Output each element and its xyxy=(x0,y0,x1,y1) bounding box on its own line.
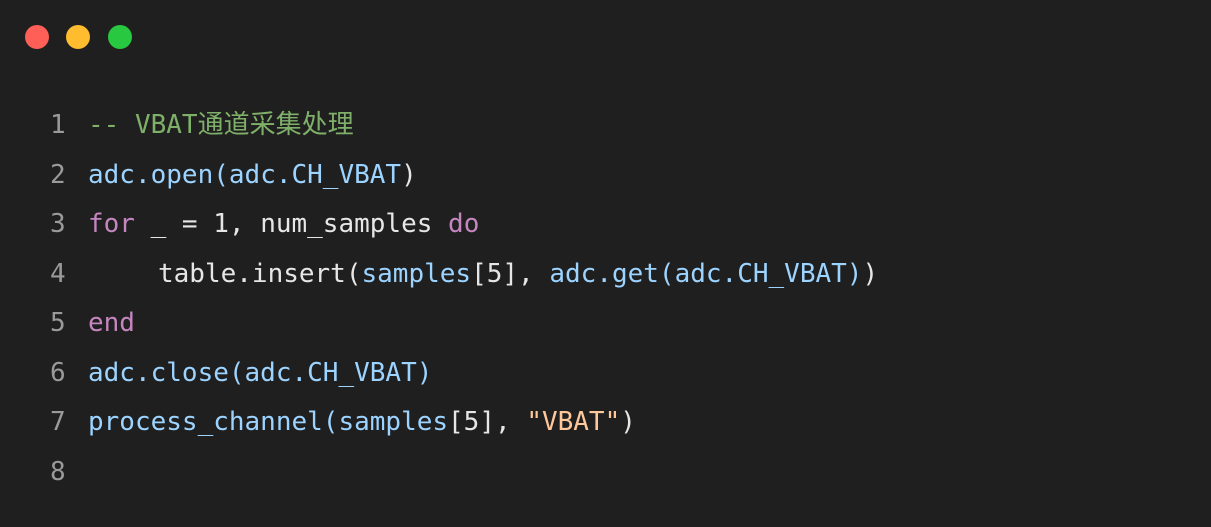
line-source: -- VBAT通道采集处理 xyxy=(88,101,354,151)
line-source: table.insert(samples[5], adc.get(adc.CH_… xyxy=(88,250,878,300)
code-token: adc.open( xyxy=(88,159,229,190)
code-token: [5], xyxy=(448,407,527,437)
code-line: 7 process_channel(samples[5], "VBAT") xyxy=(0,398,1211,448)
code-token: ) xyxy=(401,159,417,190)
code-token: process_channel( xyxy=(88,407,339,437)
code-line: 6 adc.close(adc.CH_VBAT) xyxy=(0,349,1211,399)
line-source: process_channel(samples[5], "VBAT") xyxy=(88,398,636,448)
line-source: adc.close(adc.CH_VBAT) xyxy=(88,349,432,399)
code-token: "VBAT" xyxy=(526,407,621,437)
code-token: table.insert( xyxy=(158,258,362,289)
line-number: 1 xyxy=(50,110,66,140)
line-number: 7 xyxy=(50,407,66,437)
code-token: adc.CH_VBAT xyxy=(228,159,402,190)
code-token: _ = 1, num_samples xyxy=(134,209,449,239)
code-line: 3 for _ = 1, num_samples do xyxy=(0,200,1211,250)
code-token: -- VBAT通道采集处理 xyxy=(88,110,354,140)
line-source: adc.open(adc.CH_VBAT) xyxy=(88,151,417,201)
code-token: adc.close(adc.CH_VBAT) xyxy=(88,357,433,388)
minimize-window-icon[interactable] xyxy=(66,25,90,49)
line-number: 5 xyxy=(50,308,66,338)
line-number: 3 xyxy=(50,209,66,239)
code-token: adc.get(adc.CH_VBAT) xyxy=(549,258,863,289)
code-token: ) xyxy=(620,407,636,437)
code-token: samples xyxy=(338,407,449,437)
maximize-window-icon[interactable] xyxy=(108,25,132,49)
code-token: for xyxy=(88,209,135,239)
code-line: 2 adc.open(adc.CH_VBAT) xyxy=(0,151,1211,201)
line-number: 6 xyxy=(50,357,66,388)
code-line: 4 table.insert(samples[5], adc.get(adc.CH… xyxy=(0,250,1211,300)
code-token: [5], xyxy=(471,258,550,289)
code-token: ) xyxy=(862,258,879,289)
window-titlebar xyxy=(0,0,1211,76)
code-line: 1 -- VBAT通道采集处理 xyxy=(0,101,1211,151)
line-number: 8 xyxy=(50,456,66,487)
code-token: samples xyxy=(361,258,472,289)
code-editor[interactable]: 1 -- VBAT通道采集处理 2 adc.open(adc.CH_VBAT) 3 for… xyxy=(0,101,1211,497)
code-token: end xyxy=(88,308,135,338)
line-source: for _ = 1, num_samples do xyxy=(88,200,479,250)
code-line: 8 xyxy=(0,448,1211,498)
code-token: do xyxy=(448,209,480,239)
line-number: 2 xyxy=(50,159,66,190)
close-window-icon[interactable] xyxy=(25,25,49,49)
line-number: 4 xyxy=(50,258,66,289)
code-line: 5 end xyxy=(0,299,1211,349)
line-source: end xyxy=(88,299,135,349)
